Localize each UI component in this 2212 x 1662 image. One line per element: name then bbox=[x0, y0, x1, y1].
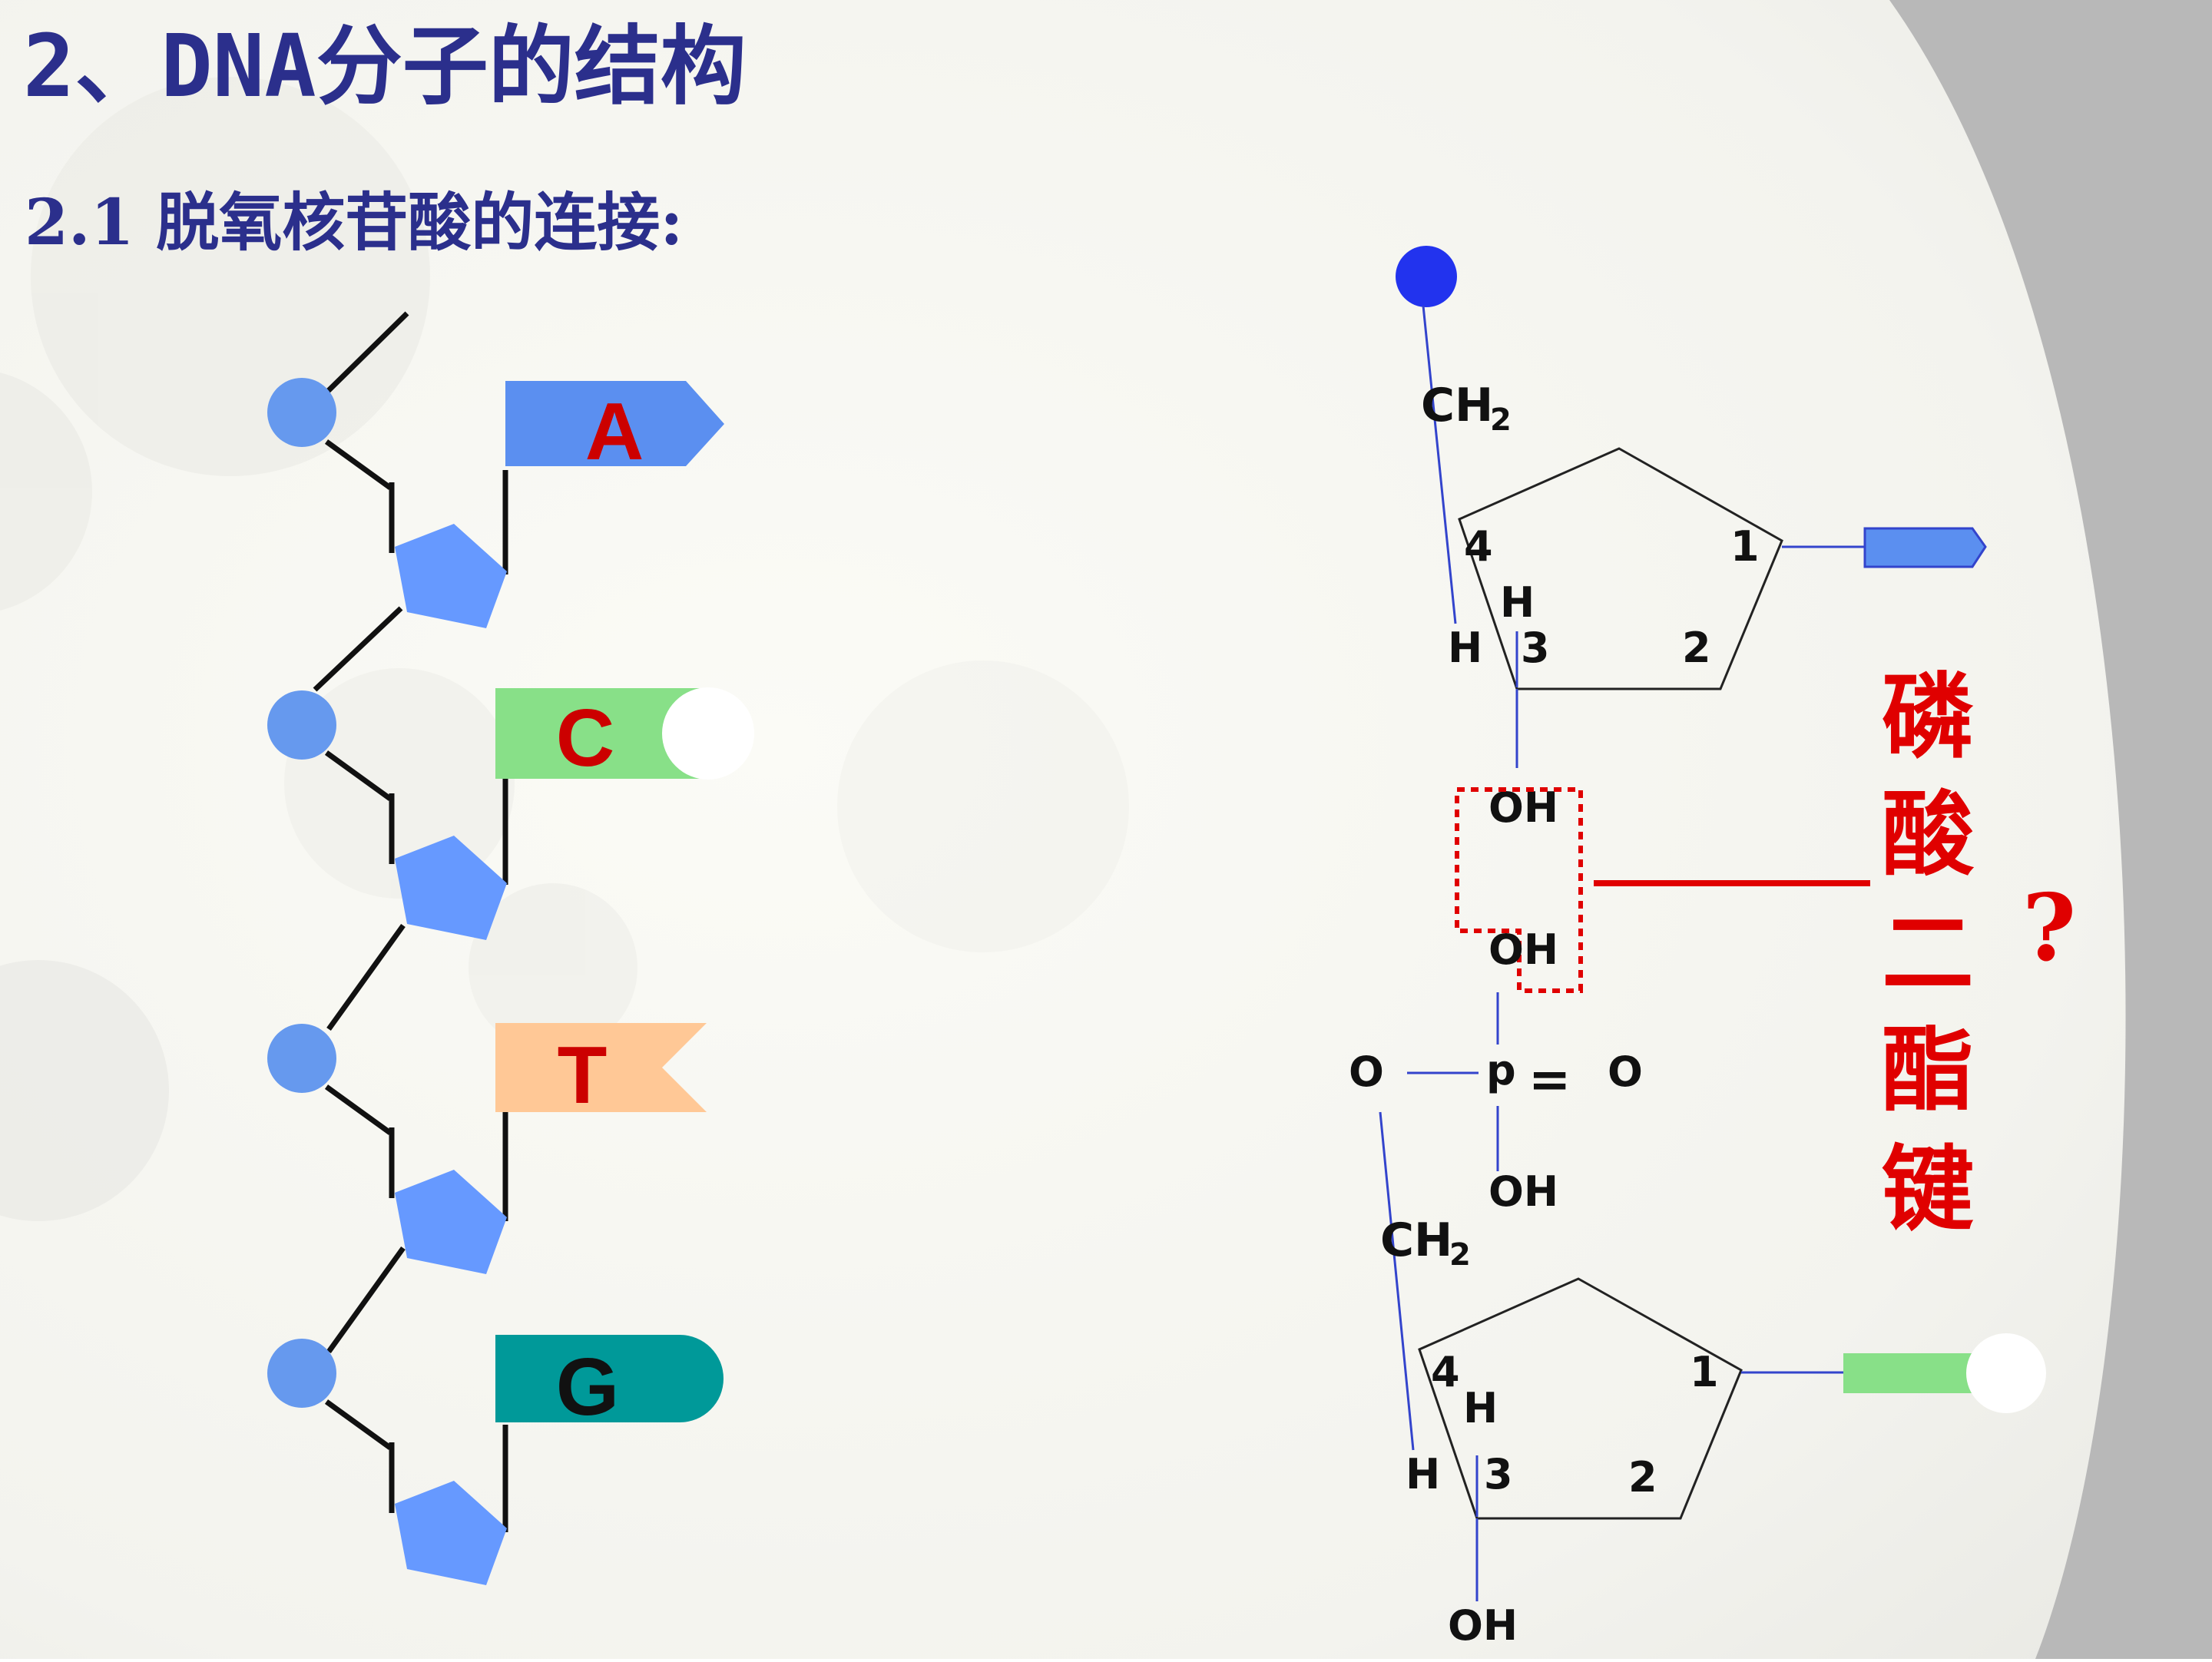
phosphate-sugar-bond bbox=[324, 1399, 392, 1450]
phosphate-o-right-label: O bbox=[1608, 1048, 1643, 1096]
phosphate-sugar-bond bbox=[324, 750, 392, 801]
phosphodiester-structure: CH 2 4 1 2 3 H H OH OH O p = O OH CH 2 bbox=[1349, 246, 2046, 1650]
base-g-block bbox=[495, 1335, 724, 1422]
bond-char: 键 bbox=[1882, 1135, 1974, 1243]
background-bubbles bbox=[0, 77, 1129, 1221]
bond-char: 酸 bbox=[1882, 780, 1975, 889]
nucleotide-g: G bbox=[267, 1335, 724, 1585]
o-ch2-bond bbox=[1379, 1111, 1415, 1451]
phosphate-oh-top-label: OH bbox=[1488, 925, 1558, 974]
top-c1-label: 1 bbox=[1730, 522, 1760, 571]
bottom-sugar-ring bbox=[1418, 1277, 1743, 1520]
base-c-letter: C bbox=[556, 693, 615, 783]
phosphate-circle bbox=[267, 1024, 336, 1093]
backbone-bond bbox=[313, 606, 403, 692]
phosphate-double-bond: = bbox=[1528, 1050, 1571, 1109]
nucleotide-c: C bbox=[267, 687, 754, 940]
bottom-c4-label: 4 bbox=[1431, 1348, 1460, 1396]
top-c2-label: 2 bbox=[1682, 624, 1711, 672]
top-base-block bbox=[1863, 527, 1987, 568]
nucleotide-a: A bbox=[267, 378, 724, 628]
bottom-h-up-label: H bbox=[1463, 1384, 1498, 1432]
bond-char: 二 bbox=[1882, 899, 1974, 1008]
bottom-base-notch bbox=[1966, 1333, 2046, 1413]
phosphate-sugar-bond bbox=[324, 439, 392, 490]
phosphate-circle bbox=[267, 378, 336, 447]
backbone-bond bbox=[326, 1246, 406, 1354]
slide-title: 2、DNA分子的结构 bbox=[23, 17, 747, 117]
phosphate-circle bbox=[267, 1339, 336, 1408]
bond-char: 磷 bbox=[1882, 663, 1974, 771]
base-a-letter: A bbox=[585, 386, 644, 477]
bond-question-mark: ? bbox=[2022, 874, 2076, 982]
top-ch2-label: CH bbox=[1421, 379, 1493, 432]
base-g-letter: G bbox=[556, 1342, 619, 1432]
base-a-block bbox=[505, 381, 724, 466]
bottom-ch2-label: CH bbox=[1380, 1213, 1452, 1267]
backbone-bond bbox=[326, 923, 406, 1031]
bottom-c2-label: 2 bbox=[1628, 1453, 1657, 1501]
sugar-pentagon bbox=[395, 1170, 507, 1274]
top-ch2-subscript: 2 bbox=[1490, 402, 1512, 438]
top-h-left-label: H bbox=[1448, 624, 1482, 672]
phosphate-o-left-label: O bbox=[1349, 1048, 1384, 1096]
top-h-up-label: H bbox=[1500, 578, 1535, 627]
backbone-bond bbox=[319, 311, 409, 400]
base-c-notch bbox=[662, 687, 754, 780]
phosphate-p-label: p bbox=[1486, 1046, 1516, 1094]
base-t-letter: T bbox=[558, 1030, 608, 1121]
background-gray-arc bbox=[1889, 0, 2212, 1659]
top-sugar-ring bbox=[1458, 447, 1783, 690]
top-c4-label: 4 bbox=[1464, 522, 1493, 571]
phosphate-top-circle bbox=[1396, 246, 1457, 307]
sugar-pentagon bbox=[395, 836, 507, 940]
sugar-pentagon bbox=[395, 1481, 507, 1585]
sugar-pentagon bbox=[395, 524, 507, 628]
bottom-oh-label: OH bbox=[1448, 1601, 1518, 1650]
phosphate-circle bbox=[267, 690, 336, 760]
bottom-c1-label: 1 bbox=[1690, 1348, 1719, 1396]
phosphodiester-bond-label: 磷 酸 二 酯 键 ? bbox=[1882, 663, 2076, 1243]
nucleotide-chain: A C T bbox=[267, 311, 754, 1585]
bottom-h-left-label: H bbox=[1406, 1450, 1440, 1498]
bottom-ch2-subscript: 2 bbox=[1449, 1237, 1471, 1273]
nucleotide-t: T bbox=[267, 1023, 707, 1274]
top-c3-label: 3 bbox=[1521, 624, 1550, 672]
bond-char: 酯 bbox=[1882, 1016, 1974, 1124]
phosphate-ch2-bond bbox=[1422, 305, 1457, 624]
phosphate-sugar-bond bbox=[324, 1084, 392, 1135]
bottom-c3-label: 3 bbox=[1484, 1450, 1513, 1498]
base-t-block bbox=[495, 1023, 707, 1112]
bottom-base-block bbox=[1843, 1353, 1974, 1393]
slide-subtitle: 2.1 脱氧核苷酸的连接: bbox=[25, 186, 683, 260]
phosphate-oh-bottom-label: OH bbox=[1488, 1167, 1558, 1216]
